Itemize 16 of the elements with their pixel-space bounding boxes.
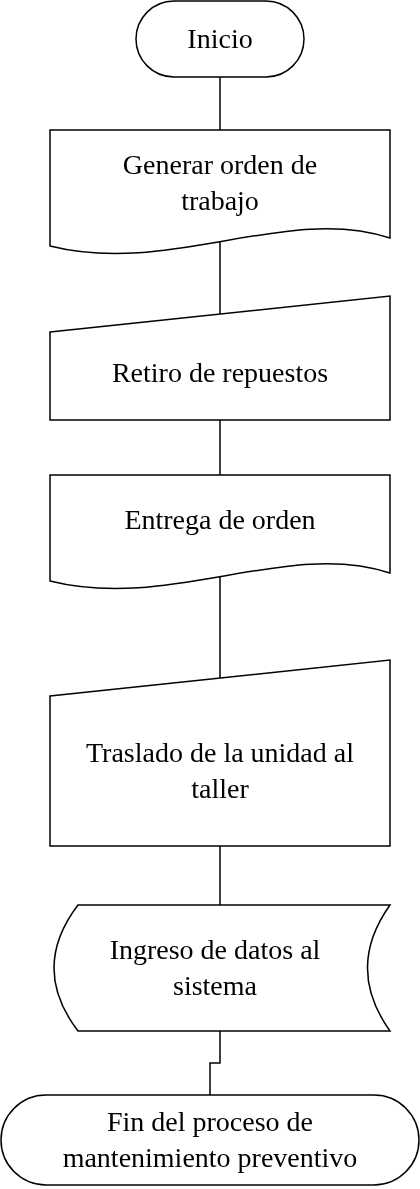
node-label: Retiro de repuestos [111,356,329,390]
manual-input-box [50,660,390,846]
node-label: Fin del proceso de mantenimiento preventivo [61,1105,359,1175]
terminator-box [1,1095,419,1185]
stored-data-box [50,905,390,1031]
node-label: Inicio [187,22,253,56]
node-label: Ingreso de datos al sistema [108,933,322,1003]
terminator-box [136,1,304,77]
node-label: Traslado de la unidad al taller [85,736,355,806]
connector-line [219,76,221,131]
connector-line [209,1030,221,1096]
connector-line [219,419,221,476]
manual-input-box [50,296,390,420]
node-label: Entrega de orden [124,503,316,537]
node-label: Generar orden de trabajo [121,148,319,218]
connector-line [219,845,221,906]
